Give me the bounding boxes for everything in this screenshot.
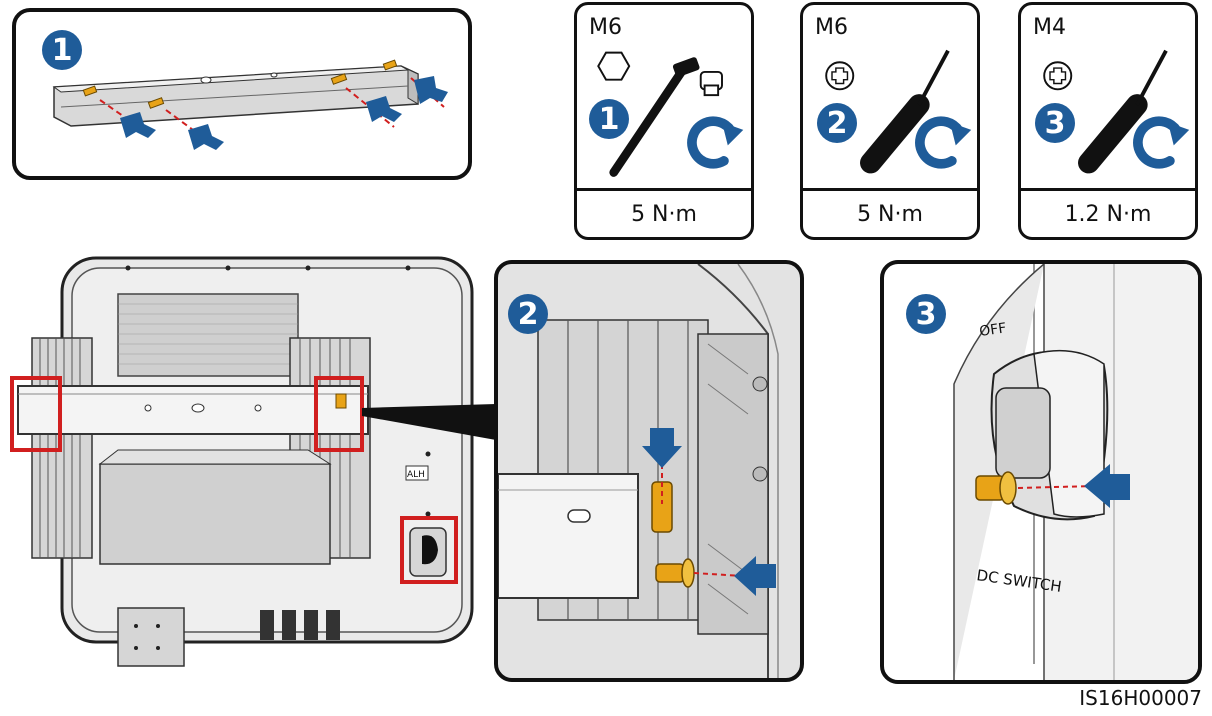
document-id: IS16H00007 (1079, 686, 1202, 710)
tool-card-phillips-screwdriver-m6: M6 2 5 N·m (800, 2, 980, 240)
tool-card-socket-wrench: M6 1 5 N·m (574, 2, 754, 240)
rail-detail-panel: 2 (494, 260, 804, 682)
highlight-dc-switch (400, 516, 458, 584)
tool-step-badge: 3 (1035, 103, 1075, 143)
tool-step-badge: 2 (817, 103, 857, 143)
step-1-badge: 1 (42, 30, 82, 70)
down-arrow-icon (642, 428, 682, 468)
clockwise-arrow-icon (949, 122, 972, 146)
tool-step-badge: 1 (589, 99, 629, 139)
tool-torque-value: 5 N·m (803, 188, 977, 237)
off-label: OFF (978, 320, 1007, 340)
left-arrow-icon (734, 556, 776, 596)
highlight-rail-left (10, 376, 62, 452)
rail-assembly-panel: 1 (12, 8, 472, 180)
step-3-badge: 3 (906, 294, 946, 334)
phillips-head-icon (825, 61, 855, 91)
left-arrow-icon (1084, 464, 1130, 508)
dc-switch-illustration: OFF DC SWITCH (953, 264, 1198, 680)
tool-screw-spec: M6 (815, 15, 848, 40)
rail-screw (82, 59, 398, 109)
step-2-badge: 2 (508, 294, 548, 334)
phillips-head-icon (1043, 61, 1073, 91)
tool-screw-spec: M6 (589, 15, 622, 40)
mounting-rail-illustration (52, 59, 448, 150)
clockwise-arrow-icon (722, 122, 744, 146)
hex-head-icon (597, 51, 631, 81)
dc-switch-panel: OFF DC SWITCH 3 (880, 260, 1202, 684)
tool-screw-spec: M4 (1033, 15, 1066, 40)
clockwise-arrow-icon (1167, 122, 1190, 146)
inverter-rear-illustration: ALH (10, 256, 496, 667)
tool-torque-value: 5 N·m (577, 188, 751, 237)
inverter-label: ALH (407, 470, 425, 480)
tool-torque-value: 1.2 N·m (1021, 188, 1195, 237)
socket-wrench-illustration (597, 51, 744, 177)
rail-detail-illustration (498, 264, 779, 678)
screwdriver-illustration (1043, 49, 1190, 174)
tool-card-phillips-screwdriver-m4: M4 3 1.2 N·m (1018, 2, 1198, 240)
screwdriver-illustration (825, 49, 972, 174)
